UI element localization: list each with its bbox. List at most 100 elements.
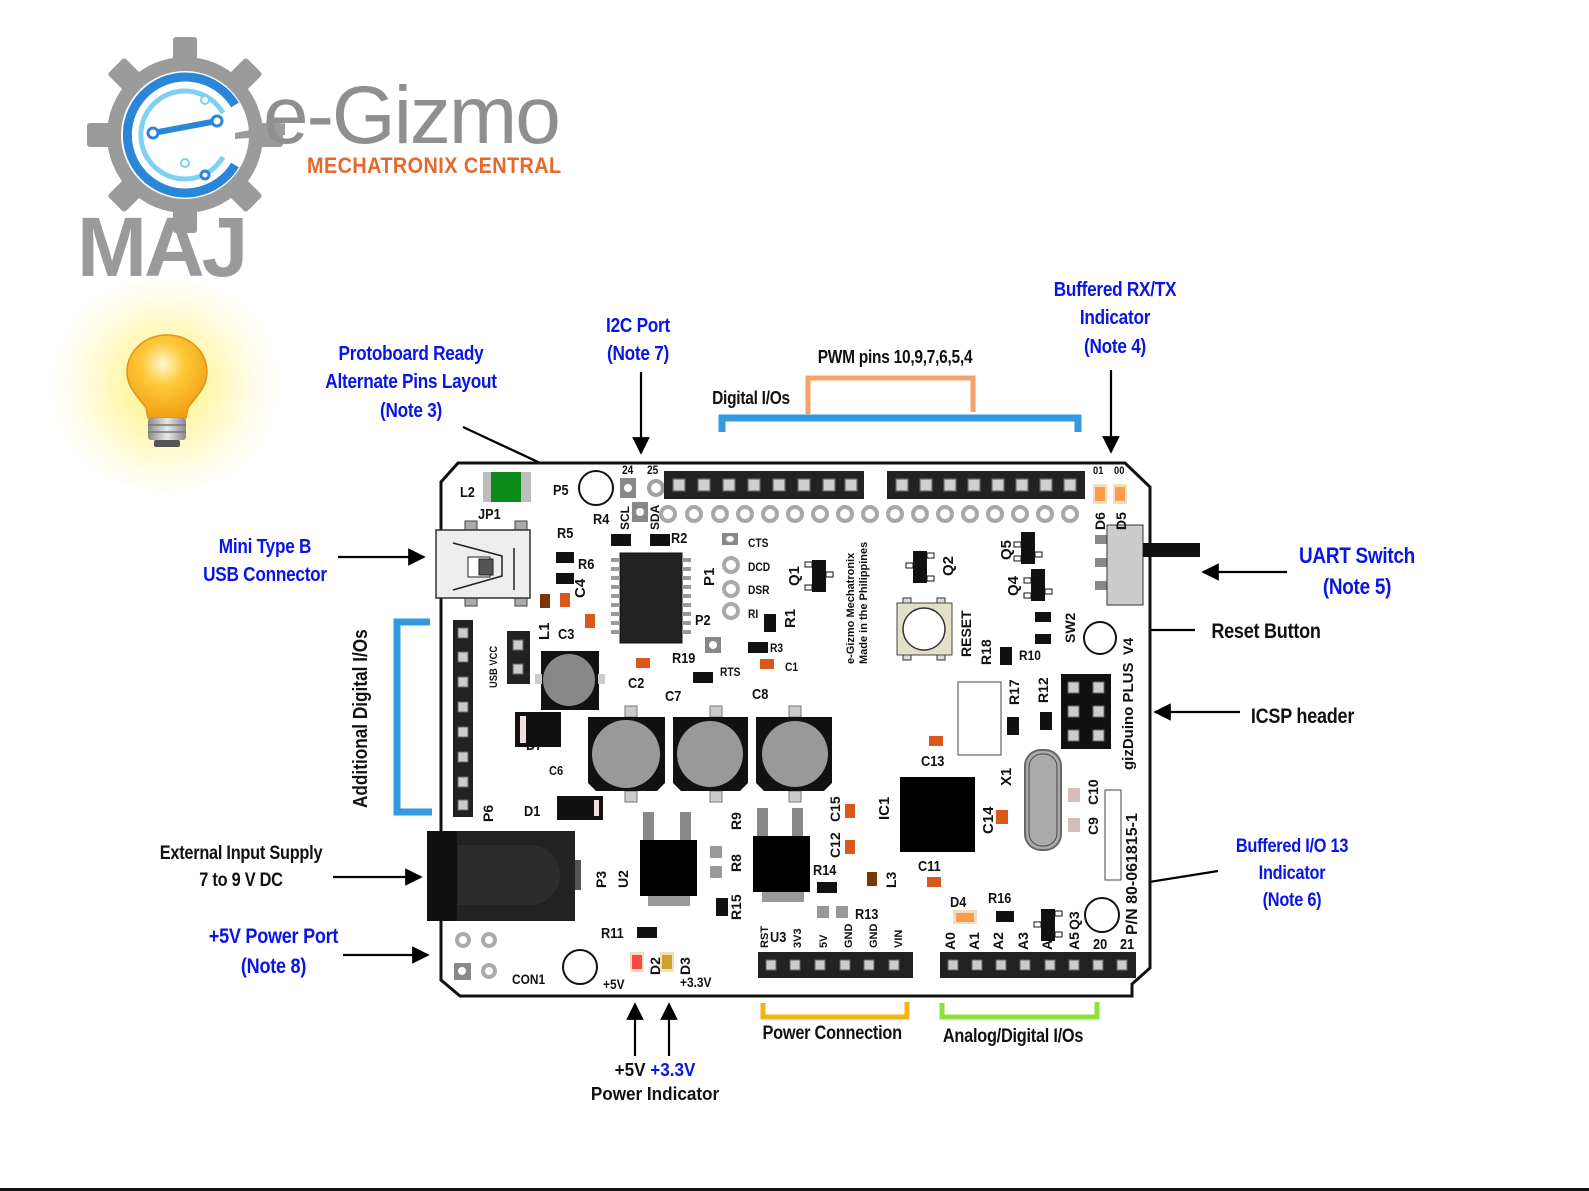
resistor-r19 (693, 672, 713, 683)
power-ind-label: Power Indicator (590, 1084, 720, 1105)
cap-c4 (560, 593, 570, 607)
transistor-q3 (1033, 909, 1063, 941)
digital-header-2 (887, 471, 1085, 499)
q3-hole (1084, 897, 1120, 933)
dcd-label: DCD (748, 560, 771, 574)
cap-a (585, 614, 595, 628)
pin-24-label: 24 (622, 463, 634, 477)
cap-c8 (756, 705, 832, 803)
ref-l1: L1 (536, 622, 553, 640)
regulator-r9 (753, 808, 810, 902)
con1-hole (562, 949, 598, 985)
p5-hole (578, 470, 614, 506)
pwr-pin-gnd-1: GND (843, 923, 855, 948)
pn-box (1104, 789, 1122, 881)
brand-tagline: MECHATRONIX CENTRAL (307, 153, 562, 178)
ref-c14: C14 (980, 806, 997, 834)
resistor-r10b (1035, 634, 1051, 644)
cap-c15 (845, 804, 855, 818)
pwr-pin-vin: VIN (893, 929, 905, 948)
analog-pin-a1: A1 (966, 932, 982, 950)
cap-c2 (636, 658, 650, 668)
digital-ios-bracket (718, 414, 1082, 432)
pwr-pin-5v: 5V (818, 934, 830, 948)
diode-d7 (515, 712, 561, 747)
protoboard-annotation: Protoboard Ready Alternate Pins Layout (… (325, 343, 497, 422)
resistor-r12 (1040, 712, 1052, 730)
resistor-r2 (650, 534, 670, 546)
dc-jack (427, 831, 581, 921)
ref-r9: R9 (728, 812, 744, 830)
resistor-r17 (1007, 717, 1019, 735)
ref-c4: C4 (572, 578, 589, 598)
resistor-r10 (1035, 612, 1051, 622)
transistor-q4 (1023, 569, 1053, 601)
ref-p2: P2 (695, 612, 711, 629)
power-port-annotation: +5V Power Port (Note 8) (208, 925, 339, 978)
cap-c9 (1068, 818, 1080, 832)
analog-pin-a0: A0 (942, 932, 958, 950)
board-33v-label: +3.3V (680, 974, 712, 990)
ref-c7: C7 (665, 688, 682, 705)
ref-d4: D4 (950, 894, 967, 911)
analog-ios-annotation: Analog/Digital I/Os (942, 1026, 1084, 1047)
ref-r2: R2 (671, 530, 688, 547)
power-port-5v (454, 932, 497, 980)
usb-ic (611, 552, 691, 644)
regulator-u2 (640, 812, 697, 906)
ref-r15: R15 (728, 894, 744, 920)
ref-d2: D2 (647, 957, 663, 975)
ref-u2: U2 (615, 870, 631, 888)
pwr-pin-3v3: 3V3 (792, 928, 804, 948)
resistor-r14 (817, 882, 837, 893)
pwm-bracket (805, 375, 976, 414)
cts-label: CTS (748, 536, 769, 550)
analog-bracket (939, 1002, 1100, 1020)
ref-c8: C8 (752, 686, 769, 703)
ref-p6: P6 (480, 804, 496, 822)
ref-q3: Q3 (1066, 911, 1082, 930)
dcd-pad (722, 556, 740, 574)
rxtx-annotation: Buffered RX/TX Indicator (Note 4) (1053, 279, 1177, 358)
pad-r13b (836, 906, 848, 918)
analog-header (940, 952, 1136, 978)
ref-q2: Q2 (940, 555, 957, 576)
usb-vcc-label: USB VCC (488, 645, 500, 688)
transistor-q1 (804, 560, 834, 592)
digital-ios-annotation: Digital I/Os (712, 388, 790, 408)
resistor-r6 (556, 573, 574, 584)
resistor-r15 (716, 898, 728, 916)
uart-switch (1095, 524, 1200, 606)
cap-l1 (540, 594, 550, 608)
icsp-annotation: ICSP header (1250, 705, 1355, 728)
led-00-label: 00 (1114, 465, 1125, 477)
p6-header (453, 620, 473, 817)
power-ind-5v: +5V (614, 1060, 646, 1080)
ref-d6: D6 (1092, 512, 1108, 530)
board-name: gizDuino PLUS (1120, 662, 1137, 771)
transistor-q2 (905, 551, 935, 583)
power-conn-annotation: Power Connection (762, 1023, 903, 1044)
ref-q5: Q5 (998, 539, 1015, 560)
ref-l3: L3 (883, 871, 899, 888)
pin-25-label: 25 (647, 463, 659, 477)
ref-l2: L2 (460, 484, 475, 501)
ref-r14: R14 (813, 862, 837, 879)
ref-r4: R4 (593, 511, 610, 528)
ref-c15: C15 (827, 796, 843, 822)
ri-pad (722, 602, 740, 620)
ref-c10: C10 (1085, 779, 1101, 805)
ref-ic1: IC1 (876, 796, 893, 820)
pin-21: 21 (1120, 936, 1135, 953)
cap-c7 (673, 705, 748, 803)
analog-pin-a3: A3 (1015, 932, 1031, 950)
ref-r12: R12 (1035, 677, 1051, 703)
sub-brand: MAJ (77, 200, 248, 294)
ref-d7: D7 (526, 737, 543, 754)
led-01-label: 01 (1093, 465, 1104, 477)
lightbulb-icon (126, 334, 208, 447)
inductor-l2 (483, 472, 531, 502)
ref-c3: C3 (558, 626, 575, 643)
crystal-x1 (1024, 749, 1062, 851)
